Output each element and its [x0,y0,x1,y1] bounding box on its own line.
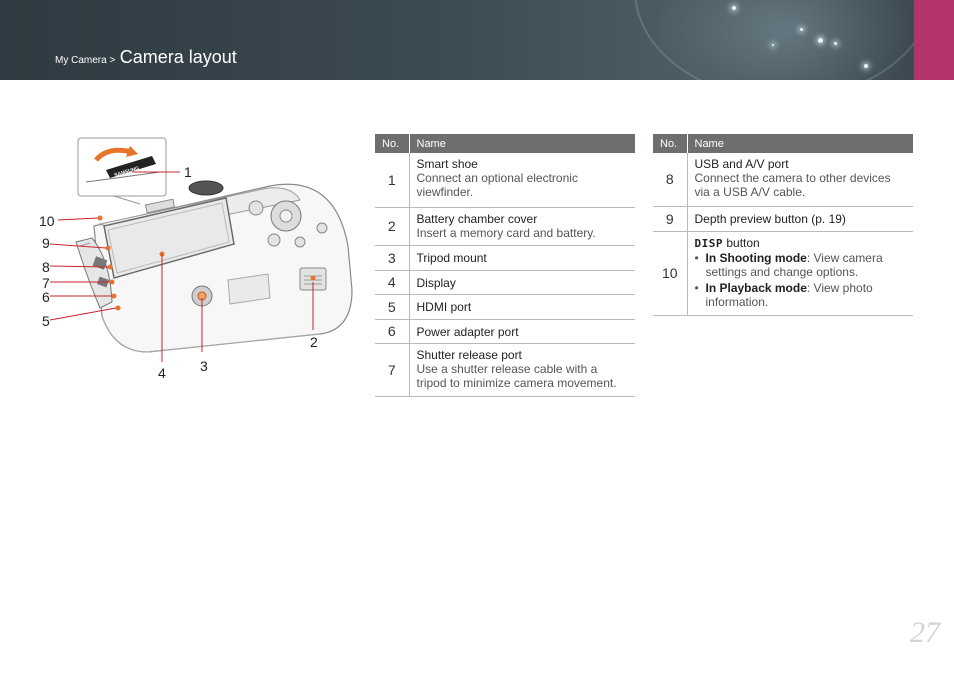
table-row: 7 Shutter release port Use a shutter rel… [375,343,635,397]
mode-text: : View photo information. [705,280,873,309]
callout-9: 9 [42,235,50,251]
parts-table-left: No. Name 1 Smart shoe Connect an optiona… [375,134,635,397]
parts-table-right: No. Name 8 USB and A/V port Connect the … [653,134,913,316]
list-item: In Shooting mode: View camera settings a… [695,251,907,279]
mode-name: In Playback mode [705,280,807,295]
row-number: 4 [375,270,410,295]
table-row: 10 DISP button In Shooting mode: View ca… [653,231,913,316]
disp-button-label: button [726,235,760,250]
row-number: 7 [375,343,410,397]
row-content: DISP button In Shooting mode: View camer… [687,231,913,316]
page-title: Camera layout [119,47,237,67]
item-name: Tripod mount [416,251,487,265]
table-row: 3 Tripod mount [375,245,635,271]
table-header-row: No. Name [653,134,913,153]
header-sparkle [732,6,736,10]
header-sparkle [818,38,823,43]
callout-5: 5 [42,313,50,329]
table-row: 5 HDMI port [375,294,635,320]
header-sparkle [864,64,868,68]
item-name: Battery chamber cover [416,211,538,226]
header-sparkle [772,44,774,46]
callout-3: 3 [200,358,208,374]
item-name: Depth preview button (p. 19) [694,212,846,226]
page-number: 27 [910,616,940,649]
table-row: 4 Display [375,270,635,295]
mode-list: In Shooting mode: View camera settings a… [695,251,907,309]
item-name: Smart shoe [416,157,478,171]
row-content: Tripod mount [409,245,635,271]
row-content: HDMI port [409,294,635,320]
item-description: Insert a memory card and battery. [416,225,596,240]
header-no: No. [375,134,410,153]
callout-2: 2 [310,334,318,350]
row-content: Shutter release port Use a shutter relea… [409,343,635,397]
breadcrumb-parent[interactable]: My Camera > [55,55,116,66]
row-number: 8 [653,153,688,207]
header-name: Name [409,134,635,153]
row-number: 9 [653,206,688,232]
header-no: No. [653,134,688,153]
camera-drawing: SAMSUNG [49,137,353,362]
table-row: 2 Battery chamber cover Insert a memory … [375,207,635,246]
row-number: 1 [375,153,410,208]
callout-8: 8 [42,259,50,275]
row-content: Display [409,270,635,295]
disp-icon: DISP [694,236,723,250]
mode-name: In Shooting mode [705,250,807,265]
camera-illustration: SAMSUNG 1 2 3 4 5 6 7 8 9 10 [30,130,360,390]
header-sparkle [834,42,837,45]
row-number: 5 [375,294,410,320]
callout-4: 4 [158,365,166,381]
header-sparkle [800,28,803,31]
item-name: Shutter release port [416,347,522,362]
chapter-tab [914,0,954,80]
row-content: Power adapter port [409,319,635,344]
row-content: Smart shoe Connect an optional electroni… [409,153,635,208]
item-description: Use a shutter release cable with a tripo… [416,361,617,390]
table-row: 1 Smart shoe Connect an optional electro… [375,153,635,208]
row-content: USB and A/V port Connect the camera to o… [687,153,913,207]
header-arc [634,0,934,80]
table-row: 9 Depth preview button (p. 19) [653,206,913,232]
item-name: Power adapter port [416,324,519,339]
mode-text: : View camera settings and change option… [705,250,883,279]
item-description: Connect the camera to other devices via … [694,171,891,199]
row-number: 10 [653,231,688,316]
breadcrumb: My Camera > Camera layout [55,47,237,68]
item-description: Connect an optional electronic viewfinde… [416,171,578,199]
callout-7: 7 [42,275,50,291]
table-row: 6 Power adapter port [375,319,635,344]
row-content: Battery chamber cover Insert a memory ca… [409,207,635,246]
callout-6: 6 [42,289,50,305]
row-number: 3 [375,245,410,271]
header-banner: My Camera > Camera layout [0,0,954,80]
header-name: Name [687,134,913,153]
callout-1: 1 [184,164,192,180]
item-name: HDMI port [416,300,472,314]
callout-10: 10 [39,213,55,229]
item-name: Display [416,275,456,290]
row-number: 6 [375,319,410,344]
item-name: DISP button [695,236,907,251]
table-row: 8 USB and A/V port Connect the camera to… [653,153,913,207]
table-header-row: No. Name [375,134,635,153]
row-number: 2 [375,207,410,246]
item-name: USB and A/V port [694,157,789,171]
list-item: In Playback mode: View photo information… [695,281,907,309]
row-content: Depth preview button (p. 19) [687,206,913,232]
